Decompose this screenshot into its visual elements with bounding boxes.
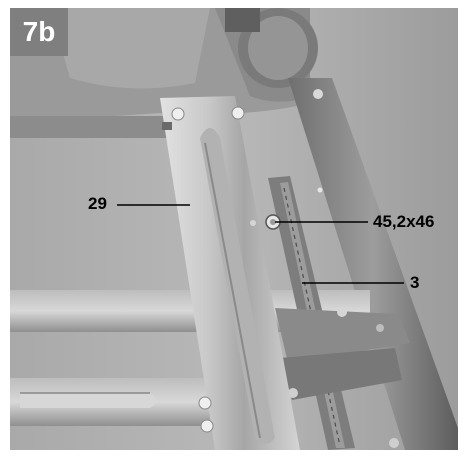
- callout-label-brace: 3: [410, 273, 420, 292]
- assembly-photo: [10, 8, 458, 450]
- callout-label-leg: 29: [88, 194, 107, 213]
- machine-body: [10, 8, 318, 138]
- step-badge: 7b: [10, 8, 68, 56]
- brace-part: [268, 176, 410, 450]
- main-leg: [160, 96, 300, 450]
- callout-label-screw: 45,2x46: [373, 212, 435, 231]
- right-leg: [288, 78, 458, 450]
